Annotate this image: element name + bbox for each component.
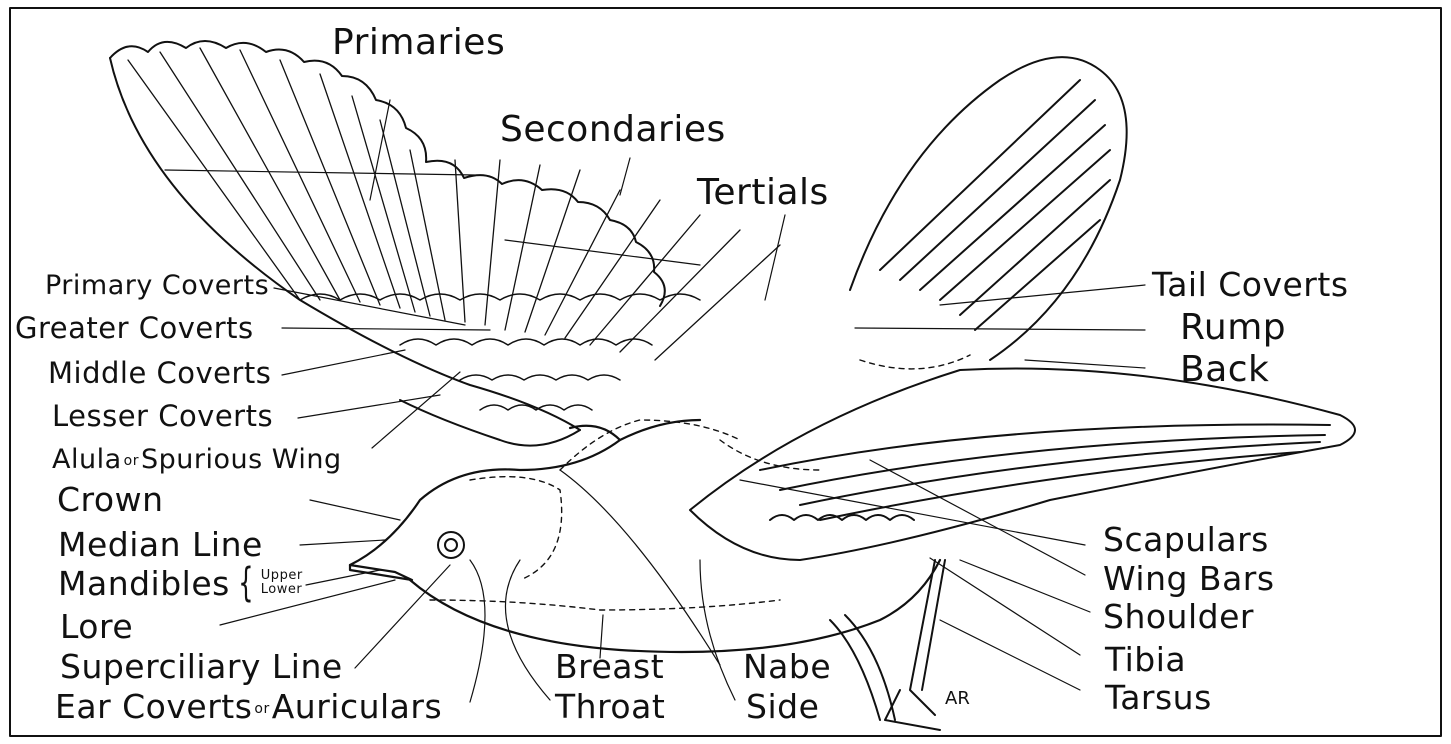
label-auriculars: Auriculars — [272, 687, 442, 726]
covert-rows — [300, 294, 700, 410]
legs — [830, 560, 945, 730]
bird-body — [350, 420, 940, 652]
label-mandibles: Mandibles — [58, 567, 230, 600]
label-tail-coverts: Tail Coverts — [1152, 268, 1349, 301]
label-lesser-coverts: Lesser Coverts — [52, 402, 273, 431]
eye — [438, 532, 464, 558]
label-wing-bars: Wing Bars — [1103, 562, 1275, 595]
label-primaries: Primaries — [332, 25, 505, 61]
label-alula-or: or — [124, 453, 139, 469]
label-superciliary-line: Superciliary Line — [60, 650, 343, 683]
label-tarsus: Tarsus — [1105, 681, 1212, 714]
label-spurious-wing: Spurious Wing — [141, 444, 342, 475]
label-scapulars: Scapulars — [1103, 523, 1269, 556]
label-middle-coverts: Middle Coverts — [48, 359, 271, 388]
label-mandibles-upper: Upper — [261, 569, 303, 583]
label-ear-or: or — [254, 701, 269, 717]
label-mandibles-lower: Lower — [261, 583, 303, 597]
label-side: Side — [746, 690, 819, 723]
label-rump: Rump — [1180, 310, 1286, 346]
artist-monogram: AR — [945, 688, 970, 709]
label-mandibles-group: Mandibles { Upper Lower — [58, 563, 303, 603]
label-tibia: Tibia — [1105, 643, 1186, 676]
label-back: Back — [1180, 352, 1269, 388]
label-shoulder: Shoulder — [1103, 600, 1254, 633]
label-ear-coverts: Ear Coverts — [55, 687, 252, 726]
label-secondaries: Secondaries — [500, 112, 726, 148]
label-breast: Breast — [555, 650, 664, 683]
label-lore: Lore — [60, 610, 133, 643]
label-nape: Nabe — [743, 650, 831, 683]
tail — [850, 57, 1127, 360]
label-crown: Crown — [57, 483, 163, 516]
label-greater-coverts: Greater Coverts — [15, 314, 254, 343]
brace-icon: { — [238, 563, 254, 603]
label-tertials: Tertials — [697, 175, 829, 211]
label-primary-coverts: Primary Coverts — [45, 272, 269, 299]
label-median-line: Median Line — [58, 528, 263, 561]
label-throat: Throat — [555, 690, 665, 723]
label-alula: Alula — [52, 444, 122, 475]
